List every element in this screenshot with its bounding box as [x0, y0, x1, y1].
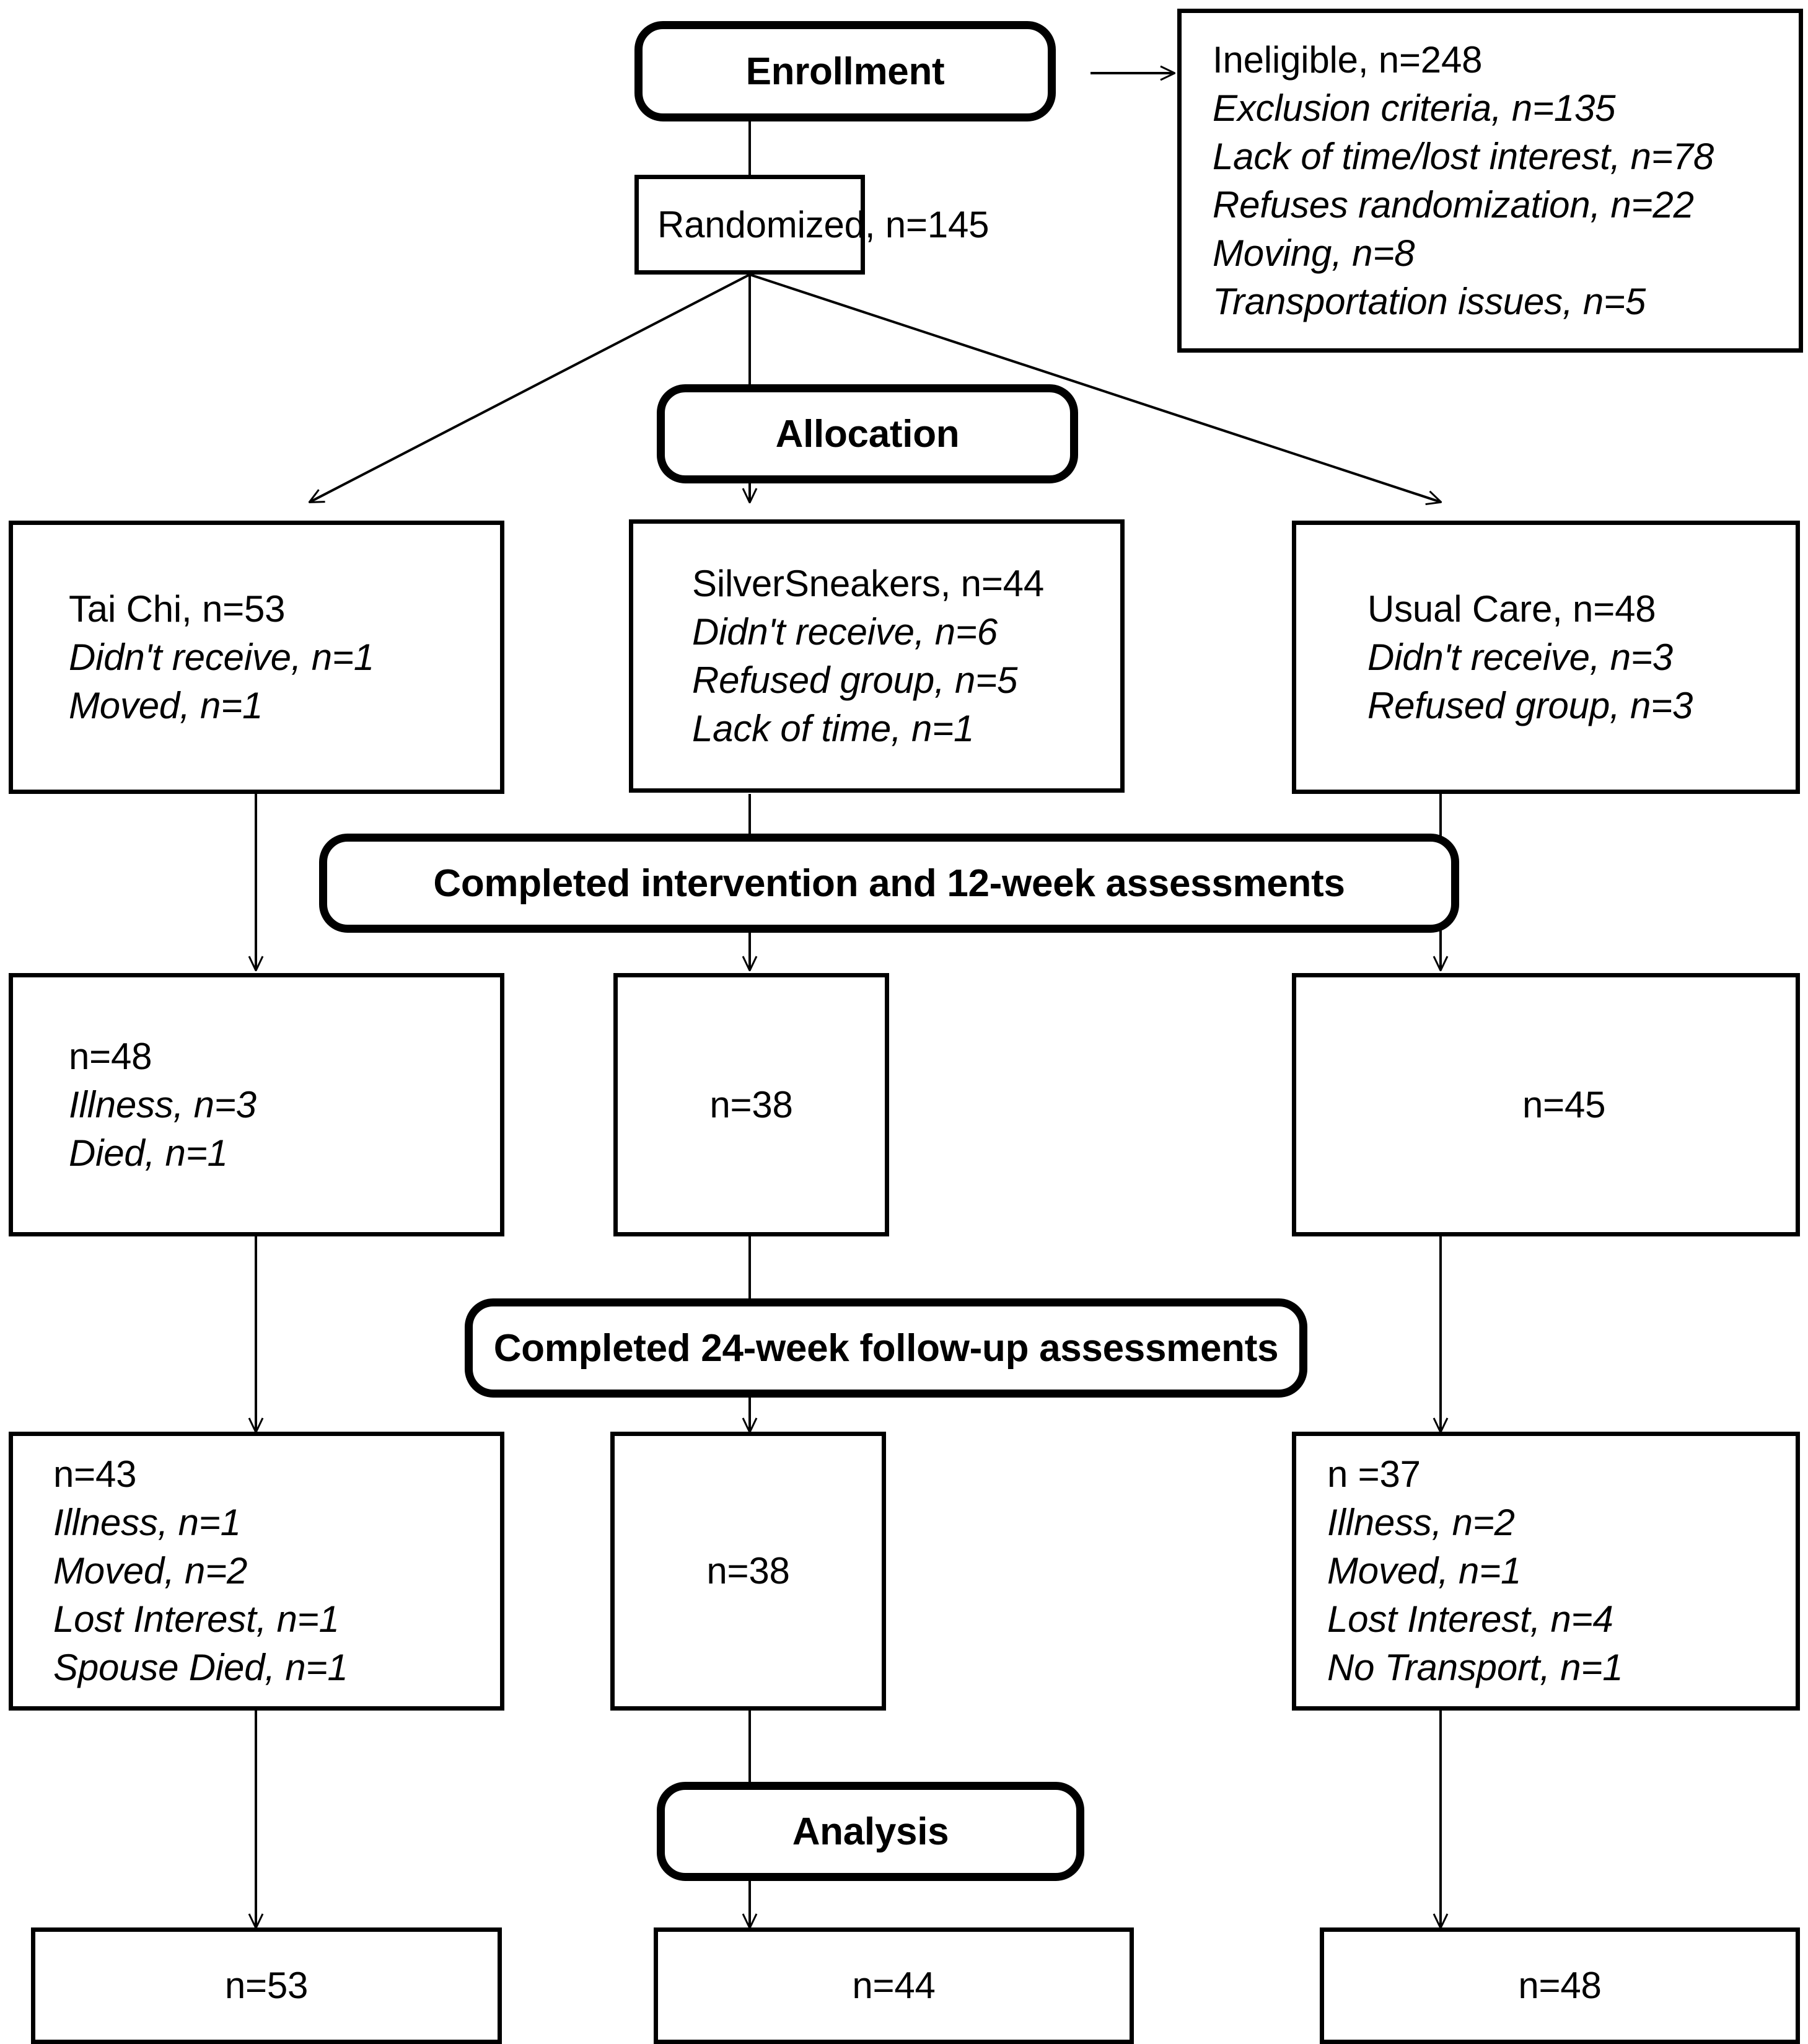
week24-note: Spouse Died, n=1: [53, 1647, 348, 1688]
ineligible-heading: Ineligible, n=248: [1213, 38, 1483, 81]
randomized-label: Randomized, n=145: [657, 203, 990, 245]
week24-box-usualcare: n =37 Illness, n=2 Moved, n=1 Lost Inter…: [1292, 1432, 1800, 1711]
stage-banner-enrollment: Enrollment: [634, 21, 1056, 121]
ineligible-reason: Moving, n=8: [1213, 232, 1415, 274]
week24-box-taichi: n=43 Illness, n=1 Moved, n=2 Lost Intere…: [9, 1432, 504, 1711]
week24-note: Moved, n=2: [53, 1550, 248, 1592]
week12-box-taichi: n=48 Illness, n=3 Died, n=1: [9, 973, 504, 1236]
week24-note: Lost Interest, n=4: [1327, 1598, 1613, 1640]
ineligible-reason: Exclusion criteria, n=135: [1213, 87, 1616, 129]
arm-note: Refused group, n=3: [1367, 684, 1693, 726]
arm-heading: Tai Chi, n=53: [69, 588, 286, 630]
week24-note: Moved, n=1: [1327, 1550, 1522, 1592]
week24-box-silversneakers: n=38: [610, 1432, 886, 1711]
week24-note: Illness, n=1: [53, 1502, 241, 1543]
analysis-heading: n=53: [224, 1965, 309, 2006]
week24-heading: n=43: [53, 1453, 137, 1495]
week12-heading: n=45: [1522, 1083, 1606, 1126]
analysis-heading: n=48: [1518, 1965, 1602, 2006]
week12-note: Died, n=1: [69, 1132, 228, 1174]
arm-heading: Usual Care, n=48: [1367, 588, 1656, 630]
week12-heading: n=38: [709, 1083, 793, 1126]
arm-note: Didn't receive, n=1: [69, 636, 374, 678]
allocation-arm-taichi: Tai Chi, n=53 Didn't receive, n=1 Moved,…: [9, 521, 504, 794]
ineligible-reason: Lack of time/lost interest, n=78: [1213, 135, 1714, 177]
stage-label-enrollment: Enrollment: [745, 50, 945, 93]
analysis-box-taichi: n=53: [31, 1927, 502, 2044]
randomized-box: Randomized, n=145: [634, 175, 990, 275]
analysis-box-silversneakers: n=44: [654, 1927, 1134, 2044]
stage-label-completed-24week: Completed 24-week follow-up assessments: [493, 1326, 1279, 1370]
week24-note: Lost Interest, n=1: [53, 1598, 340, 1640]
arm-note: Moved, n=1: [69, 684, 263, 726]
week12-box-usualcare: n=45: [1292, 973, 1800, 1236]
arm-note: Refused group, n=5: [692, 659, 1018, 701]
week24-note: No Transport, n=1: [1327, 1647, 1623, 1688]
analysis-heading: n=44: [852, 1965, 936, 2006]
stage-banner-completed-12week: Completed intervention and 12-week asses…: [319, 834, 1459, 933]
ineligible-reason: Refuses randomization, n=22: [1213, 183, 1694, 226]
arm-note: Lack of time, n=1: [692, 707, 975, 749]
stage-label-completed-12week: Completed intervention and 12-week asses…: [433, 861, 1345, 905]
arm-note: Didn't receive, n=3: [1367, 636, 1673, 678]
arm-note: Didn't receive, n=6: [692, 610, 998, 653]
stage-banner-allocation: Allocation: [657, 384, 1078, 483]
stage-label-analysis: Analysis: [792, 1810, 949, 1853]
ineligible-box: Ineligible, n=248 Exclusion criteria, n=…: [1177, 9, 1803, 353]
week24-note: Illness, n=2: [1327, 1502, 1515, 1543]
week24-heading: n =37: [1327, 1453, 1421, 1495]
week24-heading: n=38: [706, 1550, 790, 1592]
week12-note: Illness, n=3: [69, 1083, 257, 1126]
ineligible-reason: Transportation issues, n=5: [1213, 280, 1646, 322]
analysis-box-usualcare: n=48: [1320, 1927, 1800, 2044]
week12-box-silversneakers: n=38: [613, 973, 889, 1236]
week12-heading: n=48: [69, 1035, 152, 1077]
allocation-arm-usualcare: Usual Care, n=48 Didn't receive, n=3 Ref…: [1292, 521, 1800, 794]
arm-heading: SilverSneakers, n=44: [692, 562, 1044, 604]
stage-banner-completed-24week: Completed 24-week follow-up assessments: [465, 1298, 1307, 1398]
allocation-arm-silversneakers: SilverSneakers, n=44 Didn't receive, n=6…: [629, 519, 1125, 793]
stage-banner-analysis: Analysis: [657, 1782, 1084, 1881]
stage-label-allocation: Allocation: [775, 412, 960, 456]
